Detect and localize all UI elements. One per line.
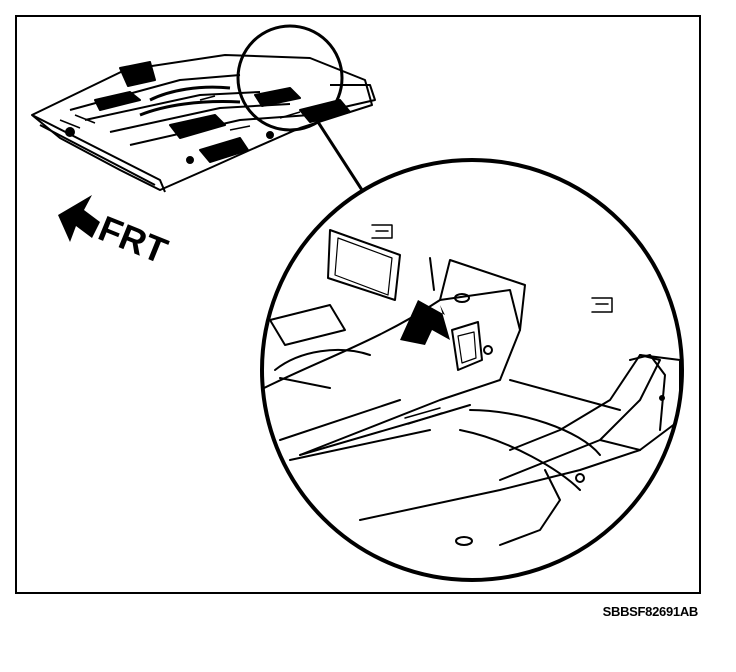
location-pointer-arrow	[400, 300, 450, 345]
front-direction-arrow-icon	[58, 195, 100, 242]
callout-leader-line	[316, 121, 364, 191]
detail-view-content	[262, 224, 681, 546]
callout-circle-detail	[260, 158, 684, 582]
floor-pan-overview	[31, 54, 376, 193]
callout-circle-small	[236, 24, 344, 132]
figure-id-label: SBBSF82691AB	[602, 604, 699, 619]
direction-label: FRT	[93, 207, 173, 271]
